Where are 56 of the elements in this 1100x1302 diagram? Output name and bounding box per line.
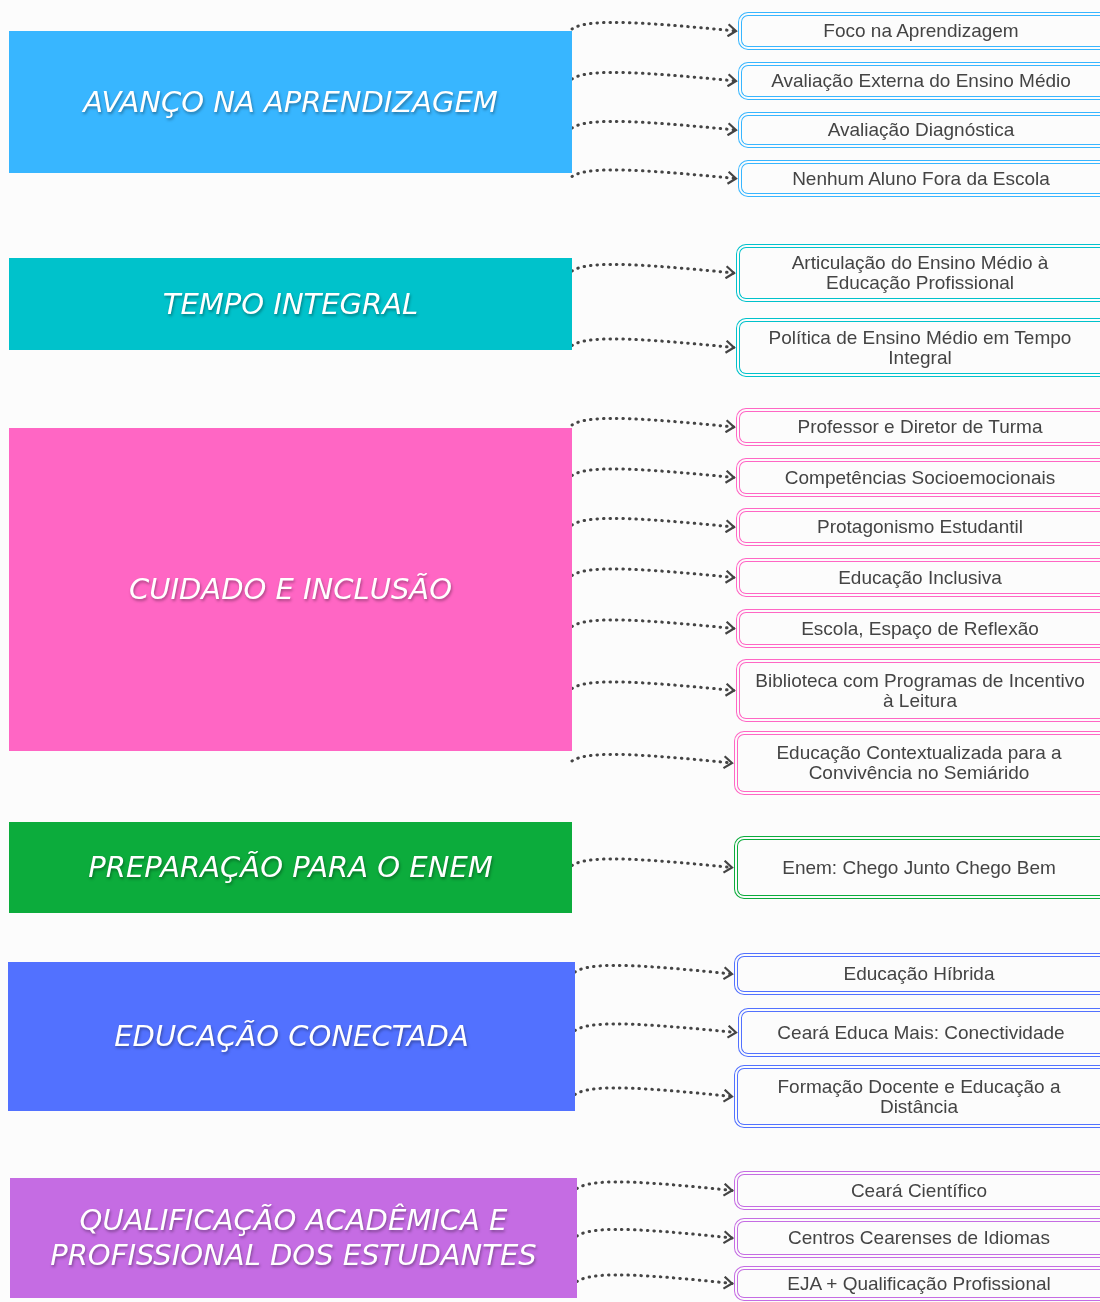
program-box <box>738 1008 1100 1057</box>
category-box <box>9 428 572 751</box>
category-box <box>10 1178 577 1298</box>
program-label: Biblioteca com Programas de Incentivo à Leitura <box>754 670 1086 711</box>
program-label: Ceará Educa Mais: Conectividade <box>777 1022 1065 1043</box>
program-label: Educação Inclusiva <box>838 567 1002 588</box>
program-label: Competências Socioemocionais <box>784 467 1056 488</box>
program-box <box>736 458 1100 497</box>
category-box <box>9 258 572 350</box>
category-title: AVANÇO NA APRENDIZAGEM <box>83 84 498 120</box>
program-label: Foco na Aprendizagem <box>823 21 1019 41</box>
program-label: Política de Ensino Médio em Tempo Integral <box>767 327 1073 368</box>
program-label: Escola, Espaço de Reflexão <box>801 618 1039 639</box>
dotted-arrow <box>570 416 736 434</box>
program-box <box>738 12 1100 50</box>
program-box <box>736 244 1100 302</box>
program-box <box>734 1171 1100 1210</box>
category-title: CUIDADO E INCLUSÃO <box>128 572 453 607</box>
program-label: EJA + Qualificação Profissional <box>787 1273 1051 1294</box>
program-label: Professor e Diretor de Turma <box>797 417 1043 437</box>
program-box <box>734 731 1100 795</box>
category-title: EDUCAÇÃO CONECTADA <box>114 1019 469 1054</box>
program-box <box>736 609 1100 648</box>
program-label: Avaliação Diagnóstica <box>827 120 1015 140</box>
program-label: Ceará Científico <box>850 1180 988 1201</box>
program-box <box>736 558 1100 597</box>
program-box <box>734 953 1100 995</box>
program-label: Centros Cearenses de Idiomas <box>788 1228 1050 1248</box>
category-box <box>9 31 572 173</box>
program-label: Formação Docente e Educação a Distância <box>776 1076 1062 1117</box>
program-box <box>734 1266 1100 1301</box>
program-box <box>736 408 1100 446</box>
category-box <box>9 822 572 913</box>
program-label: Enem: Chego Junto Chego Bem <box>782 857 1056 878</box>
program-box <box>734 1218 1100 1258</box>
program-label: Educação Híbrida <box>843 964 995 984</box>
program-box <box>734 1065 1100 1128</box>
program-label: Articulação do Ensino Médio à Educação Profissional <box>790 253 1050 293</box>
category-title: PREPARAÇÃO PARA O ENEM <box>88 850 493 885</box>
category-box <box>8 962 575 1111</box>
program-label: Educação Contextualizada para a Convivência no Semiárido <box>775 743 1063 783</box>
dotted-arrow <box>570 752 734 770</box>
program-box <box>734 836 1100 899</box>
program-box <box>736 659 1100 722</box>
program-label: Nenhum Aluno Fora da Escola <box>792 168 1050 189</box>
program-box <box>736 318 1100 377</box>
program-label: Avaliação Externa do Ensino Médio <box>771 71 1071 91</box>
category-title: TEMPO INTEGRAL <box>162 286 419 322</box>
program-box <box>738 62 1100 100</box>
category-title: QUALIFICAÇÃO ACADÊMICA E PROFISSIONAL DOS ESTUDANTES <box>49 1203 538 1273</box>
program-label: Protagonismo Estudantil <box>817 517 1023 537</box>
program-box <box>738 160 1100 197</box>
program-box <box>738 112 1100 148</box>
program-box <box>736 508 1100 546</box>
dotted-arrow <box>570 20 738 38</box>
dotted-arrow <box>570 168 738 185</box>
